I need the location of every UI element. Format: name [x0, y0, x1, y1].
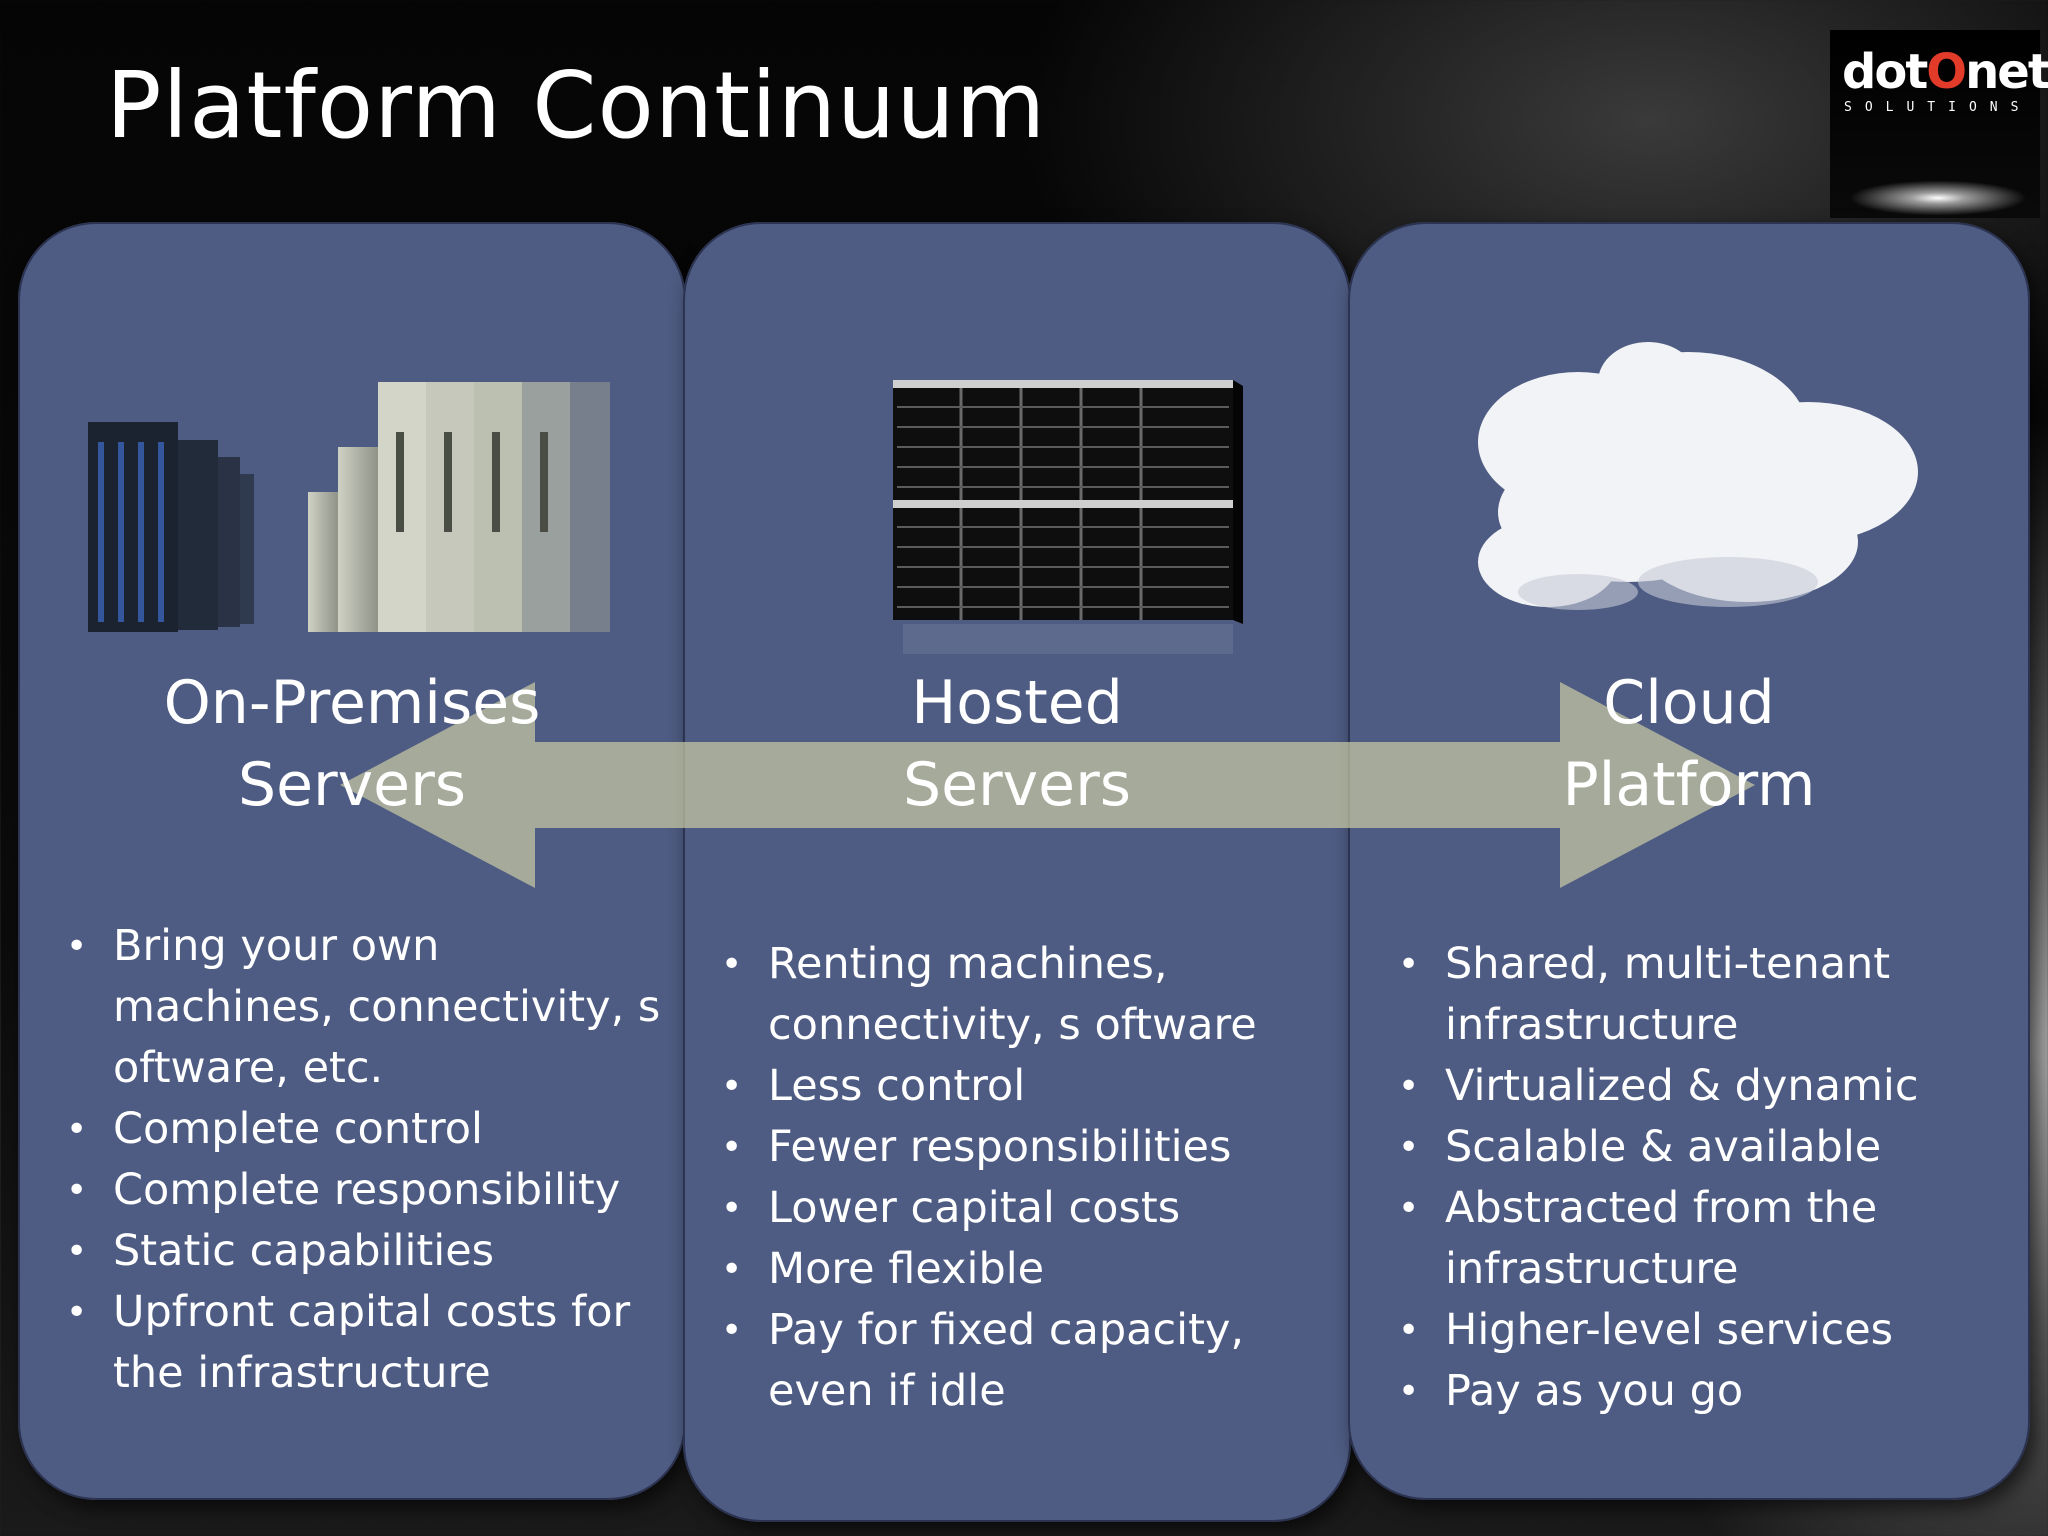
list-item: Fewer responsibilities — [707, 1117, 1327, 1178]
list-item: Lower capital costs — [707, 1178, 1327, 1239]
list-item: Less control — [707, 1056, 1327, 1117]
list-item: Static capabilities — [52, 1221, 672, 1282]
list-item: Virtualized & dynamic — [1384, 1056, 2014, 1117]
server-racks-row-illustration — [88, 382, 610, 632]
list-item: Upfront capital costs for the infrastruc… — [52, 1282, 672, 1404]
column-title: On-Premises Servers — [163, 668, 541, 820]
column-title: Cloud Platform — [1562, 668, 1816, 820]
list-item: Bring your own machines, connectivity, s… — [52, 916, 672, 1099]
cloud-illustration — [1478, 342, 1918, 610]
list-item: Scalable & available — [1384, 1117, 2014, 1178]
bullet-list: Renting machines, connectivity, s oftwar… — [707, 934, 1327, 1422]
list-item: Complete responsibility — [52, 1160, 672, 1221]
list-item: Complete control — [52, 1099, 672, 1160]
list-item: Renting machines, connectivity, s oftwar… — [707, 934, 1327, 1056]
logo-subtitle: SOLUTIONS — [1844, 100, 2032, 115]
list-item: Shared, multi-tenant infrastructure — [1384, 934, 2014, 1056]
rack-server-cabinet-illustration — [893, 380, 1243, 654]
slide-title: Platform Continuum — [106, 52, 1047, 159]
column-on-premises: On-Premises Servers Bring your own machi… — [18, 222, 686, 1500]
bullet-list: Shared, multi-tenant infrastructure Virt… — [1384, 934, 2014, 1422]
company-logo: dotOnet SOLUTIONS — [1830, 30, 2048, 218]
list-item: Pay for fixed capacity, even if idle — [707, 1300, 1327, 1422]
bullet-list: Bring your own machines, connectivity, s… — [52, 916, 672, 1404]
logo-wordmark: dotOnet — [1842, 44, 2048, 100]
list-item: Pay as you go — [1384, 1361, 2014, 1422]
column-cloud: Cloud Platform Shared, multi-tenant infr… — [1348, 222, 2030, 1500]
list-item: Abstracted from the infrastructure — [1384, 1178, 2014, 1300]
column-title: Hosted Servers — [902, 668, 1132, 820]
list-item: Higher-level services — [1384, 1300, 2014, 1361]
column-hosted: Hosted Servers Renting machines, connect… — [683, 222, 1351, 1522]
list-item: More flexible — [707, 1239, 1327, 1300]
